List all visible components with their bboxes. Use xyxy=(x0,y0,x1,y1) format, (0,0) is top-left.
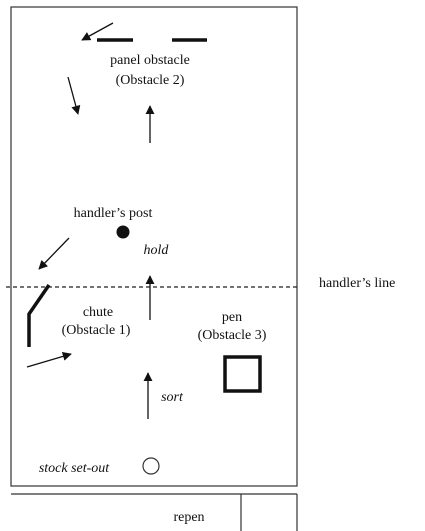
arrow-down-to-chute xyxy=(38,237,70,270)
sort-label: sort xyxy=(161,390,184,405)
chute-number: (Obstacle 1) xyxy=(62,323,131,338)
pen-obstacle xyxy=(223,355,262,393)
arrow-into-chute xyxy=(26,351,72,368)
chute-obstacle xyxy=(27,284,51,347)
handlers-post-label: handler’s post xyxy=(74,206,153,221)
panel-obstacle-number: (Obstacle 2) xyxy=(116,73,185,88)
field-boundary xyxy=(10,6,298,487)
handlers-post-marker xyxy=(116,225,130,239)
repen-label: repen xyxy=(173,510,204,525)
panel-obstacle-label: panel obstacle xyxy=(110,53,190,68)
stock-set-out-label: stock set-out xyxy=(39,461,110,476)
hold-label: hold xyxy=(144,243,170,258)
stock-set-out-marker xyxy=(142,457,160,475)
pen-number: (Obstacle 3) xyxy=(198,328,267,343)
arrow-down-left-side xyxy=(67,76,81,115)
chute-label: chute xyxy=(83,305,113,320)
arrow-to-panel-left xyxy=(81,22,114,41)
pen-label: pen xyxy=(222,310,242,325)
handlers-line-label: handler’s line xyxy=(319,276,395,291)
